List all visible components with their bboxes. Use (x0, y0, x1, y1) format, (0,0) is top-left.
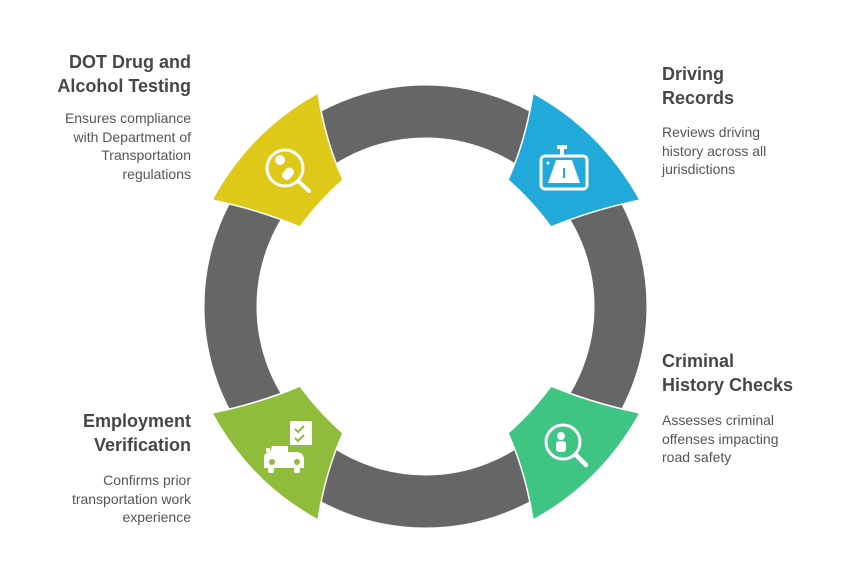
step-desc-criminal-history: Assesses criminal offenses impacting roa… (662, 411, 778, 467)
desc-line: Ensures compliance (64, 110, 191, 126)
desc-line: offenses impacting (662, 430, 779, 447)
desc-line: Assesses criminal (662, 412, 775, 428)
title-line: Driving (662, 64, 725, 84)
title-line: Employment (82, 411, 191, 431)
title-line: Criminal (662, 351, 735, 371)
title-line: DOT Drug and (69, 52, 191, 72)
car-checklist-icon (264, 421, 312, 473)
desc-line: experience (122, 509, 192, 525)
person-search-icon (544, 423, 589, 468)
title-line: Alcohol Testing (57, 76, 191, 96)
dashcam-road-icon (539, 145, 589, 191)
desc-line: jurisdictions (662, 161, 736, 177)
step-title-employment: Employment Verification (83, 409, 191, 457)
desc-line: history across all (662, 142, 767, 159)
desc-line: with Department of (73, 128, 192, 145)
desc-line: Transportation (101, 147, 191, 163)
segment-driving-records (507, 91, 642, 228)
desc-line: Reviews driving (662, 124, 761, 140)
cycle-ring (204, 85, 647, 528)
desc-line: regulations (122, 165, 192, 182)
desc-line: transportation work (71, 490, 191, 507)
desc-line: Confirms prior (103, 472, 191, 488)
title-line: Verification (93, 435, 191, 455)
step-desc-driving-records: Reviews driving history across all juris… (662, 123, 766, 179)
step-title-criminal-history: Criminal History Checks (662, 349, 793, 397)
title-line: History Checks (662, 375, 794, 395)
step-title-driving-records: Driving Records (662, 62, 734, 110)
title-line: Records (662, 88, 735, 108)
step-desc-employment: Confirms prior transportation work exper… (72, 471, 191, 527)
desc-line: road safety (662, 449, 732, 465)
drug-test-magnifier-icon (265, 148, 311, 193)
step-title-dot-testing: DOT Drug and Alcohol Testing (57, 50, 191, 98)
step-desc-dot-testing: Ensures compliance with Department of Tr… (65, 109, 191, 183)
